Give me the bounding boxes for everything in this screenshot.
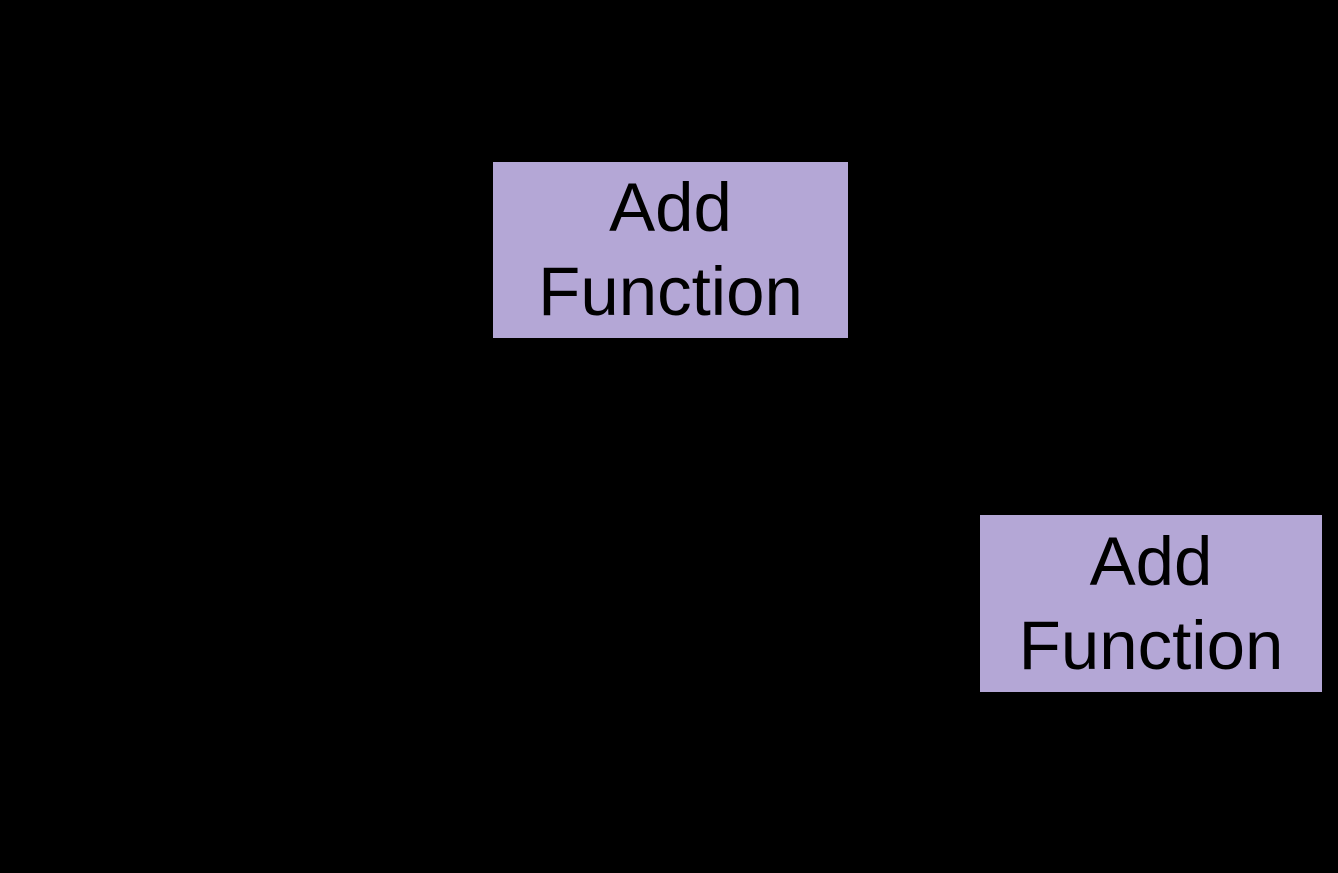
add-function-node-2-label-line1: Add (1089, 522, 1213, 600)
add-function-node-2: Add Function (980, 515, 1322, 692)
add-function-node-1-label-line2: Function (538, 253, 803, 330)
add-function-node-1: Add Function (493, 162, 848, 338)
add-function-node-2-label-line2: Function (1018, 606, 1284, 684)
add-function-node-1-label-line1: Add (609, 169, 732, 246)
